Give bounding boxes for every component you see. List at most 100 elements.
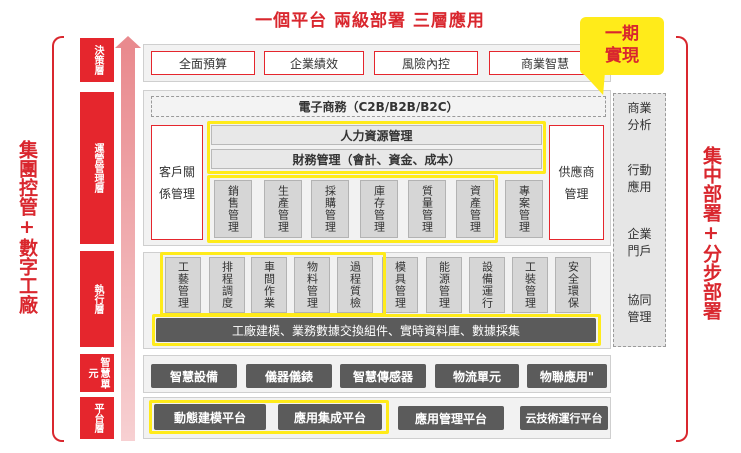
finance-label: 財務管理（會計、資金、成本） <box>292 152 461 167</box>
right-item-business-analysis: 商業分析 <box>613 100 666 134</box>
exec-module-workshop: 車間作業 <box>251 257 287 313</box>
op-module-label: 生產管理 <box>276 185 290 233</box>
right-column-panel <box>613 93 666 347</box>
platform-item-label: 應用集成平台 <box>293 410 366 425</box>
op-module-label: 銷售管理 <box>226 185 240 233</box>
layer-smart-unit-label: 智慧單元 <box>86 356 109 390</box>
right-item-label: 企業門戶 <box>627 227 652 258</box>
scm-box: 供應商管理 <box>549 125 604 240</box>
decision-item-label: 企業績效 <box>289 56 338 71</box>
exec-module-safety: 安全環保 <box>555 257 591 313</box>
right-item-label: 協同管理 <box>627 293 652 324</box>
layer-smart-unit: 智慧單元 <box>80 354 114 392</box>
left-bracket <box>52 36 64 442</box>
smart-item-logistics: 物流單元 <box>435 364 519 388</box>
layer-platform-label: 平台層 <box>92 403 103 433</box>
exec-module-label: 車間作業 <box>262 261 276 309</box>
hr-label: 人力資源管理 <box>340 128 413 143</box>
right-item-label: 行動應用 <box>627 163 652 194</box>
highlight-op-modules <box>207 175 498 243</box>
callout-line1: 一期 <box>605 24 639 44</box>
op-module-label: 專案管理 <box>517 185 531 233</box>
op-module-production: 生產管理 <box>264 180 302 238</box>
decision-item-performance: 企業績效 <box>264 51 364 75</box>
platform-item-label: 應用管理平台 <box>414 411 487 426</box>
exec-module-label: 工藝管理 <box>176 261 190 309</box>
layer-execution: 執行層 <box>80 251 114 347</box>
right-item-portal: 企業門戶 <box>613 226 666 260</box>
decision-item-label: 全面預算 <box>178 56 227 71</box>
highlight-exec-modules <box>160 252 386 316</box>
exec-module-label: 排程調度 <box>220 261 234 309</box>
phase-one-callout: 一期 實現 <box>580 17 664 75</box>
smart-item-label: 智慧設備 <box>169 369 218 384</box>
smart-item-label: 智慧傳感器 <box>352 369 413 384</box>
smart-item-label: 物聯應用" <box>539 369 595 384</box>
exec-module-label: 物料管理 <box>305 261 319 309</box>
layer-operation: 運營管理層 <box>80 92 114 244</box>
right-item-label: 商業分析 <box>627 101 652 132</box>
op-module-label: 庫存管理 <box>372 185 386 233</box>
decision-item-label: 商業智慧 <box>520 56 569 71</box>
smart-item-label: 儀器儀錶 <box>264 369 313 384</box>
scm-label: 供應商管理 <box>558 164 595 201</box>
exec-module-material: 物料管理 <box>294 257 330 313</box>
decision-item-label: 風險內控 <box>401 56 450 71</box>
op-module-assets: 資產管理 <box>456 180 494 238</box>
exec-module-scheduling: 排程調度 <box>209 257 245 313</box>
smart-item-iot: 物聯應用" <box>527 364 607 388</box>
platform-item-cloud: 云技術運行平台 <box>520 406 608 430</box>
factory-bar-label: 工廠建模、業務數據交換組件、實時資料庫、數據採集 <box>231 323 520 338</box>
exec-module-craft: 工藝管理 <box>165 257 201 313</box>
platform-item-modeling: 動態建模平台 <box>154 404 266 430</box>
platform-item-label: 動態建模平台 <box>173 410 246 425</box>
exec-module-energy: 能源管理 <box>426 257 462 313</box>
right-item-collab: 協同管理 <box>613 292 666 326</box>
ecommerce-bar: 電子商務（C2B/B2B/B2C） <box>151 96 606 117</box>
exec-module-inspection: 過程質檢 <box>337 257 373 313</box>
op-module-purchasing: 採購管理 <box>311 180 349 238</box>
page-title: 一個平台 兩級部署 三層應用 <box>255 11 485 31</box>
layer-platform: 平台層 <box>80 397 114 439</box>
ecommerce-label: 電子商務（C2B/B2B/B2C） <box>298 100 459 114</box>
right-bracket <box>676 36 688 442</box>
up-arrow-head <box>115 36 141 48</box>
op-module-quality: 質量管理 <box>408 180 446 238</box>
crm-box: 客戶關係管理 <box>151 125 203 240</box>
smart-item-devices: 智慧設備 <box>151 364 237 388</box>
exec-module-label: 過程質檢 <box>348 261 362 309</box>
exec-module-label: 能源管理 <box>437 261 451 309</box>
right-side-label: 集中部署+分步部署 <box>698 125 724 340</box>
exec-module-mold: 模具管理 <box>382 257 418 313</box>
layer-operation-label: 運營管理層 <box>92 143 103 193</box>
right-side-label-text: 集中部署+分步部署 <box>700 145 722 320</box>
exec-module-label: 模具管理 <box>393 261 407 309</box>
left-side-label-text: 集團控管+數字工廠 <box>16 140 38 314</box>
hr-bar: 人力資源管理 <box>211 125 542 145</box>
decision-item-risk: 風險內控 <box>374 51 478 75</box>
op-module-inventory: 庫存管理 <box>360 180 398 238</box>
op-module-label: 質量管理 <box>420 185 434 233</box>
op-module-project: 專案管理 <box>505 180 543 238</box>
highlight-factory-bar <box>152 314 601 346</box>
platform-item-integration: 應用集成平台 <box>278 404 382 430</box>
exec-module-label: 設備運行 <box>480 261 494 309</box>
factory-bar: 工廠建模、業務數據交換組件、實時資料庫、數據採集 <box>156 318 596 342</box>
left-side-label: 集團控管+數字工廠 <box>14 112 40 342</box>
op-module-sales: 銷售管理 <box>214 180 252 238</box>
op-module-label: 資產管理 <box>468 185 482 233</box>
platform-item-label: 云技術運行平台 <box>525 412 603 425</box>
decision-item-budget: 全面預算 <box>151 51 255 75</box>
platform-item-app-mgmt: 應用管理平台 <box>398 406 504 430</box>
layer-decision-label: 決策層 <box>92 45 103 75</box>
exec-module-label: 工裝管理 <box>523 261 537 309</box>
layer-execution-label: 執行層 <box>92 284 103 314</box>
crm-label: 客戶關係管理 <box>158 164 195 201</box>
exec-module-label: 安全環保 <box>566 261 580 309</box>
exec-module-tooling: 工裝管理 <box>512 257 548 313</box>
layer-decision: 決策層 <box>80 38 114 82</box>
callout-line2: 實現 <box>605 46 639 66</box>
smart-item-instruments: 儀器儀錶 <box>246 364 332 388</box>
smart-item-sensors: 智慧傳感器 <box>340 364 426 388</box>
exec-module-equipment: 設備運行 <box>469 257 505 313</box>
